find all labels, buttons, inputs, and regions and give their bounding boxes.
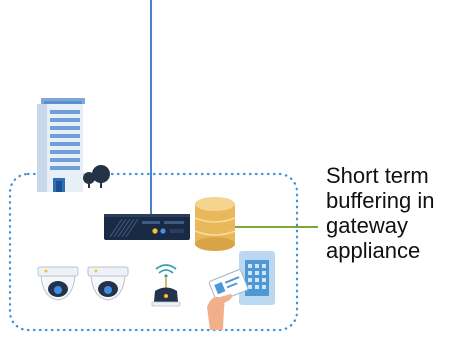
caption-line: buffering in — [326, 188, 435, 213]
dome-camera-icon — [37, 266, 79, 301]
storage-database-icon — [194, 197, 236, 251]
dome-camera-icon — [87, 266, 129, 301]
gateway-appliance-icon — [104, 214, 190, 240]
tree-icon — [83, 165, 110, 188]
caption-line: gateway — [326, 213, 408, 238]
buffering-caption: Short term buffering in gateway applianc… — [326, 163, 462, 263]
caption-line: Short term — [326, 163, 429, 188]
office-building-icon — [37, 98, 85, 192]
site-boundary — [8, 172, 299, 332]
caption-line: appliance — [326, 238, 421, 263]
access-card-reader-icon — [207, 251, 275, 330]
wireless-router-icon — [151, 264, 181, 307]
